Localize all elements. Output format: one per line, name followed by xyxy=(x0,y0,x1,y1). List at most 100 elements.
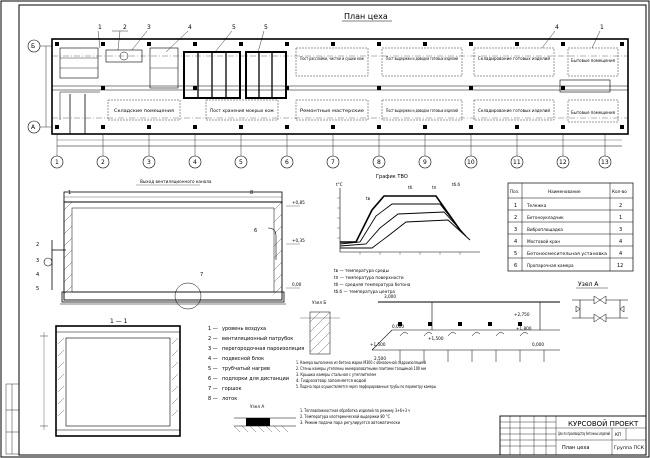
stamp-group: Группа ПСК xyxy=(614,445,644,450)
node-a-detail: Узел А xyxy=(572,281,628,323)
node-a-bottom-detail: Узел А xyxy=(233,404,296,433)
axis-col-6: 6 xyxy=(285,159,289,166)
legend-num-3: 3 — xyxy=(208,346,218,352)
axis-col-2: 2 xyxy=(101,159,105,166)
steam-piping-scheme xyxy=(371,301,560,362)
note-2: 2. Стены камеры утеплены минераловатными… xyxy=(296,366,426,371)
node-a-bottom-title: Узел А xyxy=(250,404,264,409)
chamber-plan-section: 1 — 1 xyxy=(40,318,181,437)
legend-text-2: вентиляционный патрубок xyxy=(222,335,293,342)
axis-col-9: 9 xyxy=(423,159,427,166)
floor-plan: План цеха Б А xyxy=(27,12,629,169)
chart-legend-1: tв — температура среды xyxy=(334,268,389,273)
title-block: КУРСОВОЙ ПРОЕКТ Цех по производству бето… xyxy=(499,415,647,456)
curve-t-concrete xyxy=(339,203,463,245)
axis-row-a: А xyxy=(31,124,36,131)
legend-num-2: 2 — xyxy=(208,336,218,342)
stamp-stage: КП xyxy=(615,432,621,437)
curve-label-3: tп xyxy=(432,185,437,190)
section-callout-6: 6 xyxy=(254,228,257,234)
section-callout-1: 1 xyxy=(68,190,71,196)
note-4: 4. Гидрозатвор заполняется водой xyxy=(296,378,366,383)
chart-legend-3: tб — средняя температура бетона xyxy=(334,282,411,287)
spec-r3-pos: 3 xyxy=(514,227,517,233)
spec-r3-name: Виброплощадка xyxy=(527,227,563,232)
pipe-elev-5: 0,000 xyxy=(532,342,544,347)
elev-mid: +0,35 xyxy=(292,238,305,243)
node-b-title: Узел Б xyxy=(312,300,326,305)
axis-row-b: Б xyxy=(31,43,35,50)
spec-r1-name: Тележка xyxy=(526,203,547,208)
axis-col-13: 13 xyxy=(601,159,609,166)
section-cut-label: 1 — 1 xyxy=(110,318,128,325)
tvo-chart: График ТВО t°C tв tб tп tб.б tв — темпер… xyxy=(334,174,480,294)
spec-table: Поз. Наименование Кол-во 1 Тележка 2 2 Б… xyxy=(507,182,634,272)
spec-r6-pos: 6 xyxy=(514,263,517,269)
section-callout-4: 4 xyxy=(36,272,39,278)
legend-text-4: подвесной блок xyxy=(222,355,264,362)
chart-legend-4: tб.б — температура центра xyxy=(334,289,395,294)
axis-col-7: 7 xyxy=(331,159,335,166)
spec-r4-pos: 4 xyxy=(514,239,517,245)
pipe-elev-3: 0,000 xyxy=(392,324,404,329)
spec-r4-name: Мостовой кран xyxy=(527,239,560,244)
tvo-notes: 1. Тепловлажностная обработка изделий по… xyxy=(300,408,410,425)
curve-t-medium xyxy=(340,195,461,243)
room-upper-4: Бытовые помещения xyxy=(571,58,615,63)
binding-margin xyxy=(5,383,20,455)
pipe-elev-1: 3,000 xyxy=(384,294,396,299)
axis-col-4: 4 xyxy=(193,159,197,166)
axis-col-bubbles: 1 2 3 4 5 6 7 8 9 10 11 12 13 xyxy=(50,134,612,169)
axis-col-1: 1 xyxy=(55,159,59,166)
curve-t-center xyxy=(340,219,471,249)
callout-5b: 5 xyxy=(264,24,268,31)
pipe-elev-8: 2,500 xyxy=(374,356,386,361)
room-lower-1: Складские помещения xyxy=(114,108,175,113)
legend-num-7: 7 — xyxy=(208,386,218,392)
tvo-note-1: 1. Тепловлажностная обработка изделий по… xyxy=(300,408,410,413)
plan-title: План цеха xyxy=(344,12,388,21)
curve-label-4: tб.б xyxy=(452,182,461,187)
section-callout-7: 7 xyxy=(200,272,203,278)
callout-1b: 1 xyxy=(600,24,604,31)
stamp-subtitle: Цех по производству бетонных изделий xyxy=(558,431,610,436)
legend-num-8: 8 — xyxy=(208,396,218,402)
tvo-note-2: 2. Температура изотермической выдержки 8… xyxy=(300,414,390,419)
pipe-elev-6: +1,500 xyxy=(370,342,386,347)
pipe-elev-2: +2,750 xyxy=(514,312,530,317)
stamp-sheet-name: План цеха xyxy=(562,445,589,451)
legend-text-5: трубчатый нагрев xyxy=(222,365,270,372)
room-upper-2: Пост выдержки и доводки готовых изделий xyxy=(386,56,458,61)
room-lower-3: Ремонтные мастерские xyxy=(300,108,365,113)
elev-low: 0,00 xyxy=(292,282,302,287)
building-outline xyxy=(51,38,629,135)
node-b-detail: Узел Б xyxy=(300,300,340,355)
chart-legend-2: tп — температура поверхности xyxy=(334,275,404,280)
callout-3: 3 xyxy=(147,24,151,31)
legend-text-8: лоток xyxy=(222,396,237,402)
spec-r5-pos: 5 xyxy=(514,251,517,257)
room-lower-4: Пост выдержки и доводки готовых изделий xyxy=(386,108,458,113)
axis-col-8: 8 xyxy=(377,159,381,166)
callout-4b: 4 xyxy=(555,24,559,31)
chamber-section: Выход вентиляционного канала +0,85 +0,35… xyxy=(36,179,305,310)
spec-r6-qty: 12 xyxy=(617,263,623,269)
axis-col-11: 11 xyxy=(513,159,521,166)
note-3: 3. Крышка камеры стальная с утеплителем xyxy=(296,372,376,377)
spec-r1-qty: 2 xyxy=(619,203,622,209)
legend-num-4: 4 — xyxy=(208,356,218,362)
note-5: 5. Подача пара осуществляется через перф… xyxy=(296,384,436,389)
axis-col-3: 3 xyxy=(147,159,151,166)
curve-label-1: tв xyxy=(366,196,371,201)
section-callout-8: 8 xyxy=(250,190,253,196)
axis-col-10: 10 xyxy=(467,159,475,166)
curve-label-2: tб xyxy=(408,185,413,190)
callout-5a: 5 xyxy=(232,24,236,31)
chart-title: График ТВО xyxy=(376,174,408,180)
spec-r4-qty: 4 xyxy=(619,239,622,245)
legend-num-6: 6 — xyxy=(208,376,218,382)
axis-row-bubbles: Б А xyxy=(27,39,52,134)
room-upper-3: Складирование готовых изделий xyxy=(478,56,550,61)
plan-callouts: 1 2 3 4 5 5 4 1 xyxy=(97,24,604,53)
